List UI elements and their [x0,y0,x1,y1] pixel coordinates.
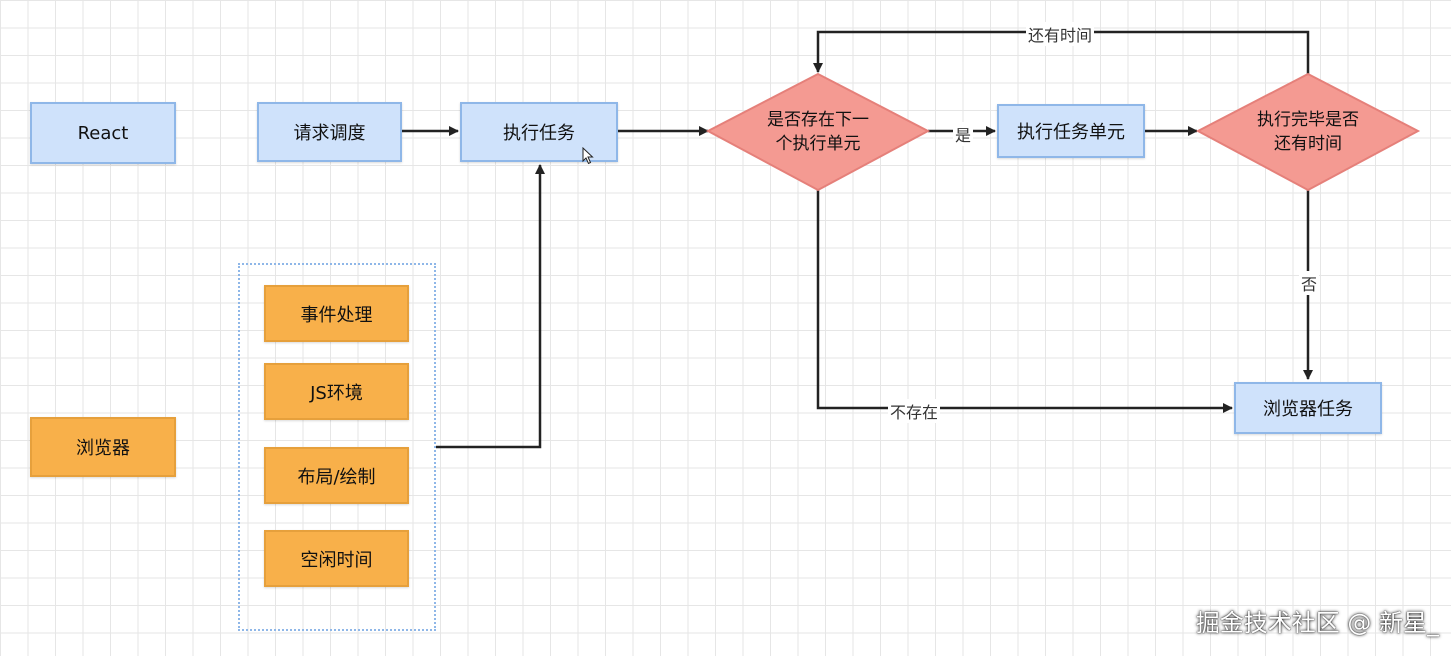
edge-not-exist [816,190,1233,413]
browser-task-group [238,263,436,631]
edge-label-has-time: 还有时间 [1026,22,1095,46]
edge-label-no: 否 [1299,271,1320,295]
decision-next-unit-diamond [705,72,931,192]
decision-finished-line1: 执行完毕是否 [1257,110,1359,130]
browser-task-node[interactable]: 浏览器任务 [1234,382,1382,434]
request-schedule-node[interactable]: 请求调度 [257,102,402,162]
react-node[interactable]: React [30,102,176,164]
edge-browser-group-to-execute [436,164,545,449]
decision-finished-label: 执行完毕是否 还有时间 [1228,108,1388,156]
group-item-js-environment[interactable]: JS环境 [264,363,409,420]
mouse-cursor-icon [582,147,594,165]
decision-finished-diamond [1195,72,1421,192]
decision-next-unit-line1: 是否存在下一 [767,110,869,130]
decision-finished-line2: 还有时间 [1274,134,1342,154]
edge-label-not-exist: 不存在 [888,399,941,423]
group-item-layout-paint[interactable]: 布局/绘制 [264,447,409,504]
execute-task-node[interactable]: 执行任务 [460,102,618,162]
browser-node[interactable]: 浏览器 [30,417,176,477]
group-item-event-handling[interactable]: 事件处理 [264,285,409,342]
edge-label-yes: 是 [953,122,974,146]
watermark: 掘金技术社区 @ 新星_ [1195,609,1439,637]
execute-unit-node[interactable]: 执行任务单元 [997,104,1145,158]
decision-next-unit-label: 是否存在下一 个执行单元 [738,108,898,156]
decision-next-unit-line2: 个执行单元 [775,134,861,154]
group-item-idle-time[interactable]: 空闲时间 [264,530,409,587]
